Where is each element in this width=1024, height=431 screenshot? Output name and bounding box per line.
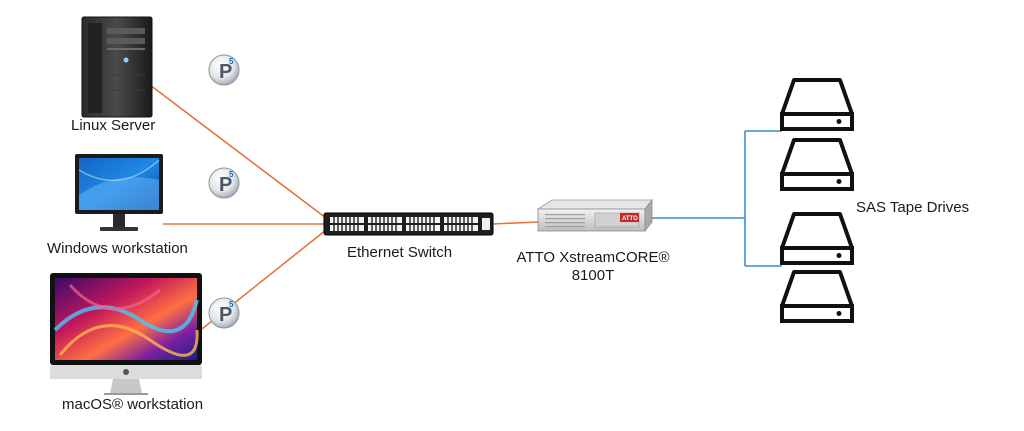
ethernet-links xyxy=(149,84,539,341)
imac-icon xyxy=(50,273,202,395)
p5-badge-windows: P 5 xyxy=(208,167,240,199)
svg-text:5: 5 xyxy=(229,170,234,179)
svg-text:P: P xyxy=(219,174,232,196)
network-switch-icon xyxy=(323,212,494,236)
ethernet-switch-label: Ethernet Switch xyxy=(347,244,453,261)
p5-badge-mac: P 5 xyxy=(208,297,240,329)
tape-drive-icon xyxy=(780,212,854,265)
link-switch-to-atto xyxy=(491,221,539,225)
tape-drive-icon xyxy=(780,78,854,131)
tape-drives-group xyxy=(780,78,854,323)
sas-links xyxy=(646,130,782,267)
atto-model-label-line1: ATTO XstreamCORE® xyxy=(516,249,670,266)
atto-model-label-line2: 8100T xyxy=(571,267,615,284)
svg-text:P: P xyxy=(219,61,232,83)
svg-text:5: 5 xyxy=(229,57,234,66)
link-linux-to-switch xyxy=(149,84,327,219)
svg-text:P: P xyxy=(219,304,232,326)
rack-appliance-icon: ATTO xyxy=(536,198,653,233)
monitor-icon xyxy=(75,154,163,231)
tape-drive-icon xyxy=(780,138,854,191)
link-mac-to-switch xyxy=(187,229,327,341)
atto-brand-text: ATTO xyxy=(622,216,638,222)
sas-tape-drives-label: SAS Tape Drives xyxy=(856,199,970,216)
macos-workstation-label: macOS® workstation xyxy=(62,396,204,413)
p5-badge-linux: P 5 xyxy=(208,54,240,86)
linux-server-label: Linux Server xyxy=(71,117,156,134)
windows-workstation-label: Windows workstation xyxy=(47,240,188,257)
tower-server-icon xyxy=(81,16,153,118)
svg-text:5: 5 xyxy=(229,300,234,309)
tape-drive-icon xyxy=(780,270,854,323)
